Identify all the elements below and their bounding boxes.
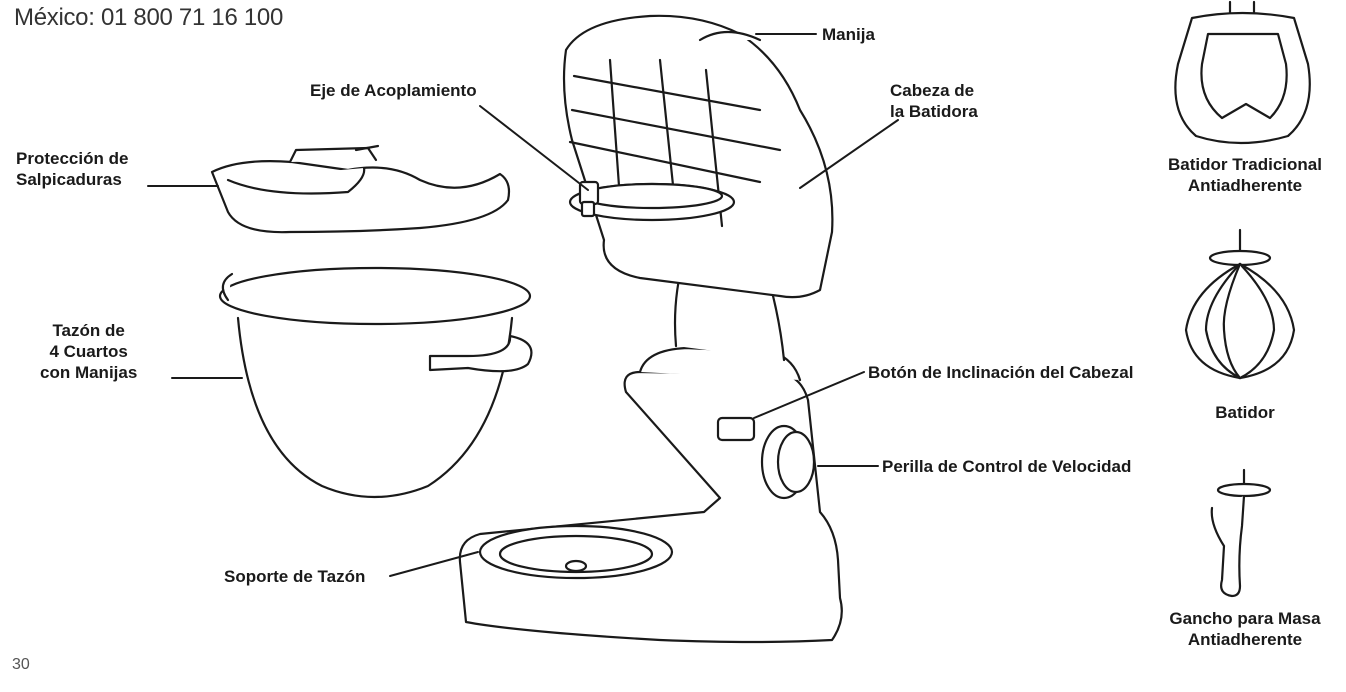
phone-number: México: 01 800 71 16 100 — [14, 4, 283, 31]
label-perilla-control: Perilla de Control de Velocidad — [882, 457, 1132, 476]
label-proteccion: Protección de Salpicaduras — [16, 149, 129, 189]
mixer-head-illustration — [562, 14, 834, 299]
label-cabeza: Cabeza de la Batidora — [890, 81, 978, 121]
label-gancho: Gancho para Masa Antiadherente — [1169, 609, 1321, 649]
label-eje-acoplamiento: Eje de Acoplamiento — [310, 81, 477, 100]
mixer-stand-illustration — [458, 238, 843, 644]
leader-lines — [147, 33, 899, 577]
splash-guard-illustration — [210, 144, 511, 234]
label-tazon: Tazón de 4 Cuartos con Manijas — [40, 321, 138, 382]
label-soporte-tazon: Soporte de Tazón — [224, 567, 366, 586]
label-batidor: Batidor — [1215, 403, 1275, 422]
label-manija: Manija — [822, 25, 875, 44]
dough-hook-illustration — [1210, 468, 1272, 598]
page-number: 30 — [12, 656, 30, 673]
label-batidor-tradicional: Batidor Tradicional Antiadherente — [1168, 155, 1322, 195]
flat-beater-illustration — [1174, 0, 1311, 145]
whisk-illustration — [1184, 228, 1296, 380]
bowl-illustration — [218, 266, 533, 499]
label-boton-inclinacion: Botón de Inclinación del Cabezal — [868, 363, 1134, 382]
